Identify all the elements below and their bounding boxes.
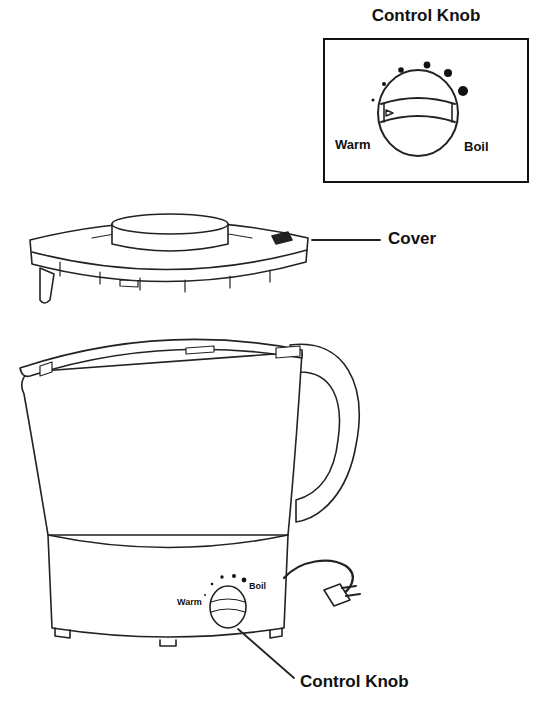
setting-label: Warm (335, 138, 371, 152)
setting-label: Warm (177, 598, 202, 608)
cover (30, 214, 380, 303)
knob-heading: Control Knob (372, 7, 481, 26)
inset-box: Control KnobWarmBoil (323, 38, 529, 183)
part-label: Control Knob (300, 673, 409, 692)
inset-knob (372, 62, 469, 156)
setting-label: Boil (464, 140, 489, 154)
kettle (20, 339, 360, 678)
part-label: Cover (388, 230, 436, 249)
setting-label: Boil (249, 582, 266, 592)
